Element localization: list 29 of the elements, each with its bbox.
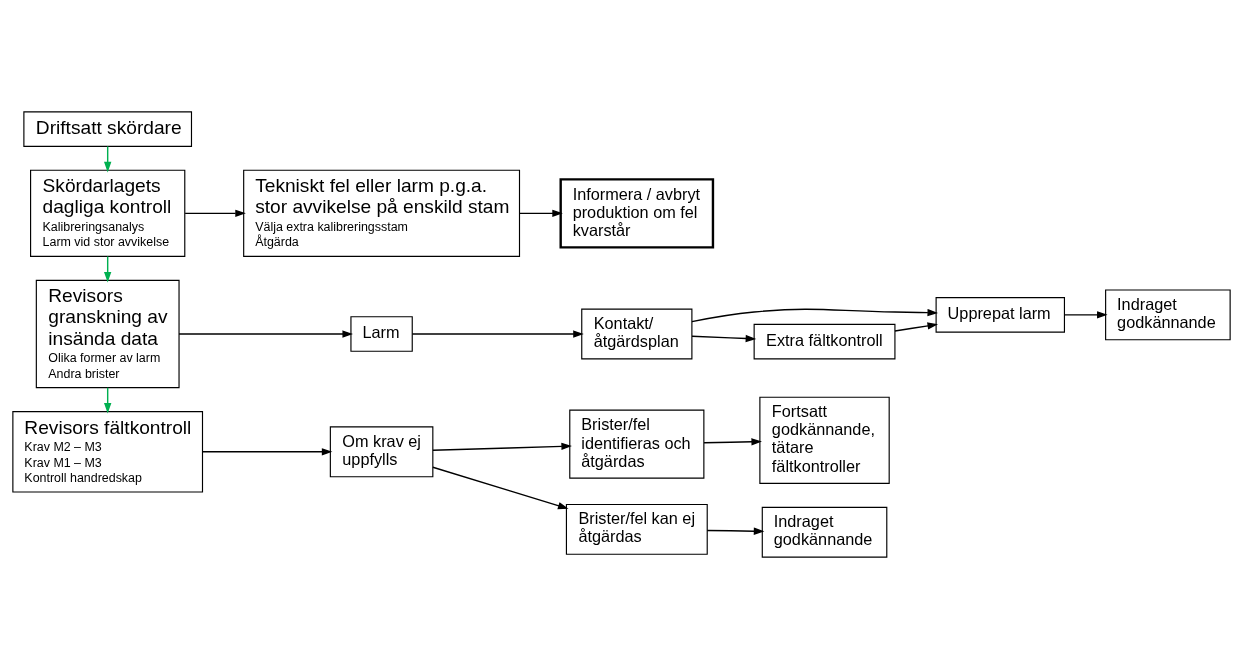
node-box: Revisors granskning av insända data Olika former av larm Andra brister bbox=[35, 279, 180, 388]
arrow bbox=[178, 329, 353, 338]
node-box: Extra fältkontroll bbox=[753, 323, 896, 359]
node-box: Brister/fel kan ej åtgärdas bbox=[565, 503, 708, 555]
arrow bbox=[691, 334, 757, 342]
node-box: Kontakt/ åtgärdsplan bbox=[581, 308, 693, 359]
node-box: Informera / avbryt produktion om fel kvarstår bbox=[559, 177, 715, 249]
node-box: Indraget godkännande bbox=[1105, 288, 1231, 340]
arrow bbox=[894, 321, 939, 332]
node-box: Upprepat larm bbox=[935, 296, 1065, 333]
node-box: Brister/fel identifieras och åtgärdas bbox=[569, 409, 705, 479]
arrow bbox=[432, 466, 569, 509]
node-box: Driftsatt skördare bbox=[23, 110, 193, 147]
arrow bbox=[518, 209, 563, 217]
node-box: Indraget godkännande bbox=[761, 506, 888, 558]
arrow bbox=[411, 329, 584, 338]
node-box: Fortsatt godkännande, tätare fältkontroller bbox=[759, 396, 890, 484]
arrow bbox=[691, 308, 938, 322]
node-box: Larm bbox=[350, 315, 413, 352]
node-box: Skördarlagets dagliga kontroll Kalibreringsanalys Larm vid stor avvikelse bbox=[30, 169, 186, 257]
arrow bbox=[706, 527, 765, 535]
node-box: Om krav ej uppfylls bbox=[329, 425, 434, 477]
node-box: Revisors fältkontroll Krav M2 – M3 Krav M1 – M3 Kontroll handredskap bbox=[12, 410, 204, 493]
arrow bbox=[703, 437, 762, 445]
arrow bbox=[1064, 310, 1108, 319]
arrow bbox=[432, 442, 572, 451]
arrow bbox=[201, 447, 333, 455]
arrow bbox=[184, 209, 246, 217]
node-box: Tekniskt fel eller larm p.g.a. stor avvikelse på enskild stam Välja extra kalibreringsstam Åtgärda bbox=[243, 169, 521, 257]
